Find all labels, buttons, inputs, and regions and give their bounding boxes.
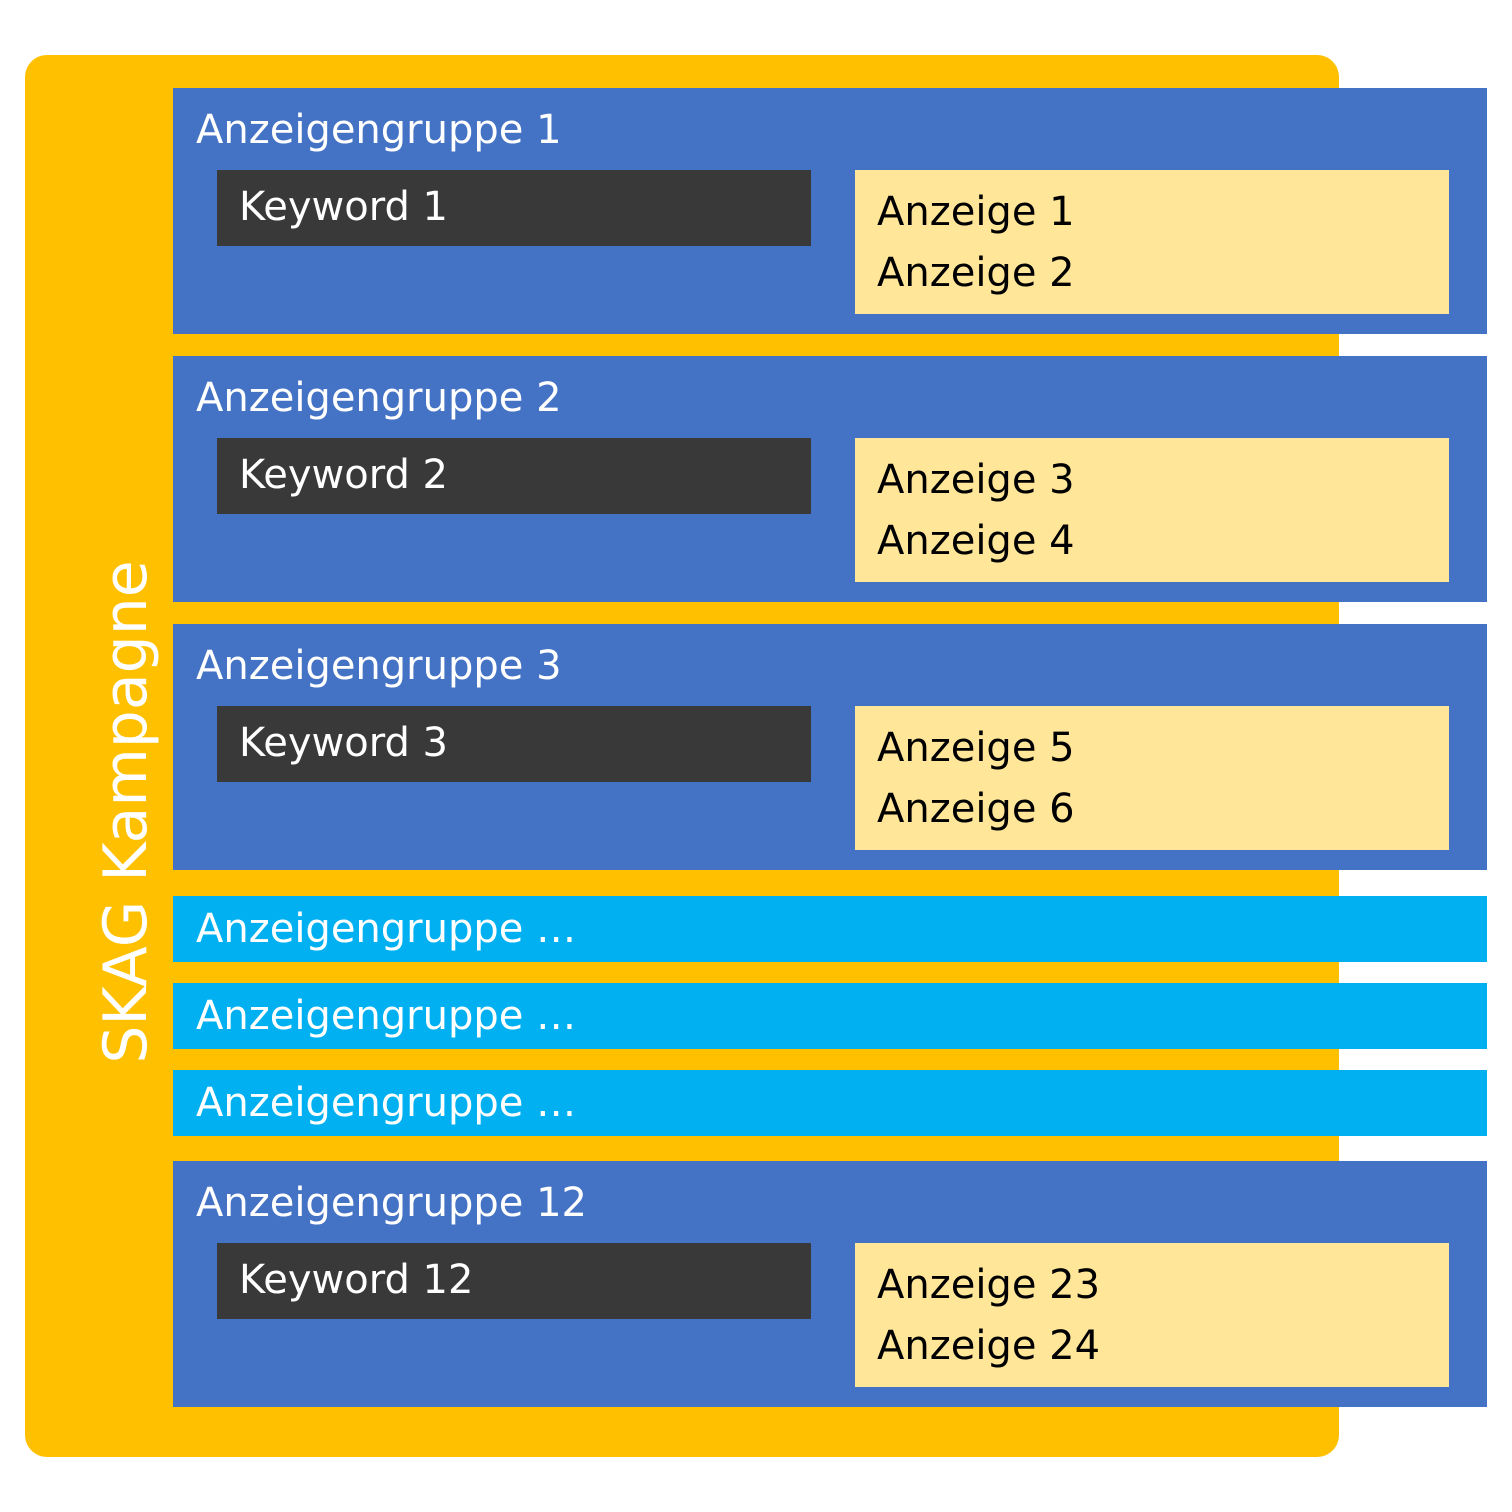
collapsed-ad-group-title: Anzeigengruppe … xyxy=(196,1080,577,1126)
ad-label: Anzeige 3 xyxy=(877,457,1075,503)
keyword-label: Keyword 1 xyxy=(239,184,449,230)
ads-box: Anzeige 5 Anzeige 6 xyxy=(855,706,1449,850)
keyword-box: Keyword 3 xyxy=(217,706,811,782)
ad-label: Anzeige 5 xyxy=(877,725,1075,771)
collapsed-ad-group-title: Anzeigengruppe … xyxy=(196,993,577,1039)
collapsed-ad-group: Anzeigengruppe … xyxy=(173,983,1487,1049)
ads-box: Anzeige 23 Anzeige 24 xyxy=(855,1243,1449,1387)
ad-group-3: Anzeigengruppe 3 Keyword 3 Anzeige 5 Anz… xyxy=(173,624,1487,870)
collapsed-ad-group: Anzeigengruppe … xyxy=(173,1070,1487,1136)
keyword-box: Keyword 12 xyxy=(217,1243,811,1319)
campaign-label: SKAG Kampagne xyxy=(91,560,161,1064)
ads-box: Anzeige 1 Anzeige 2 xyxy=(855,170,1449,314)
ad-group-1: Anzeigengruppe 1 Keyword 1 Anzeige 1 Anz… xyxy=(173,88,1487,334)
keyword-label: Keyword 12 xyxy=(239,1257,474,1303)
ad-group-title: Anzeigengruppe 12 xyxy=(196,1180,587,1226)
ad-label: Anzeige 4 xyxy=(877,518,1075,564)
ad-label: Anzeige 23 xyxy=(877,1262,1101,1308)
keyword-box: Keyword 1 xyxy=(217,170,811,246)
ad-group-2: Anzeigengruppe 2 Keyword 2 Anzeige 3 Anz… xyxy=(173,356,1487,602)
collapsed-ad-group: Anzeigengruppe … xyxy=(173,896,1487,962)
ads-box: Anzeige 3 Anzeige 4 xyxy=(855,438,1449,582)
ad-label: Anzeige 1 xyxy=(877,189,1075,235)
keyword-label: Keyword 2 xyxy=(239,452,449,498)
collapsed-ad-group-title: Anzeigengruppe … xyxy=(196,906,577,952)
ad-label: Anzeige 24 xyxy=(877,1323,1101,1369)
ad-group-title: Anzeigengruppe 3 xyxy=(196,643,562,689)
ad-group-title: Anzeigengruppe 1 xyxy=(196,107,562,153)
ad-label: Anzeige 2 xyxy=(877,250,1075,296)
ad-group-12: Anzeigengruppe 12 Keyword 12 Anzeige 23 … xyxy=(173,1161,1487,1407)
ad-group-title: Anzeigengruppe 2 xyxy=(196,375,562,421)
keyword-label: Keyword 3 xyxy=(239,720,449,766)
keyword-box: Keyword 2 xyxy=(217,438,811,514)
ad-label: Anzeige 6 xyxy=(877,786,1075,832)
